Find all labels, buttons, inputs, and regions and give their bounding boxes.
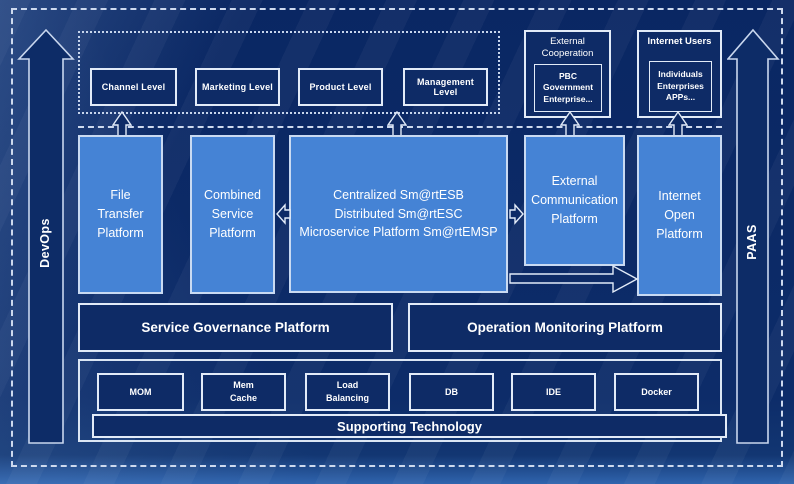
tech-box-docker: Docker <box>614 373 699 411</box>
tech-label: MOM <box>129 386 152 397</box>
esb-line: Centralized Sm@rtESB <box>333 187 464 202</box>
internet-users-title: Internet Users <box>647 36 712 47</box>
outer-dashed-border <box>11 8 783 467</box>
pbc-line: Enterprise... <box>543 93 593 104</box>
tech-label: Mem Cache <box>229 380 257 403</box>
operation-monitoring-platform-box: Operation Monitoring Platform <box>408 303 722 352</box>
left-flow-arrow-icon <box>276 203 291 225</box>
level-box-product: Product Level <box>298 68 383 106</box>
paas-rail-label: PAAS <box>745 224 759 260</box>
tech-box-mom: MOM <box>97 373 184 411</box>
level-label: Channel Level <box>101 82 166 92</box>
tech-label: IDE <box>545 386 561 397</box>
esb-line: Distributed Sm@rtESC <box>334 206 463 221</box>
external-cooperation-box: External Cooperation PBC Government Ente… <box>524 30 611 118</box>
devops-rail-label: DevOps <box>38 218 52 268</box>
tech-box-ide: IDE <box>511 373 596 411</box>
supporting-technology-banner: Supporting Technology <box>92 414 727 438</box>
platform-label: File Transfer Platform <box>97 188 144 240</box>
level-box-marketing: Marketing Level <box>195 68 280 106</box>
level-label: Marketing Level <box>201 82 274 92</box>
governance-label: Operation Monitoring Platform <box>467 320 663 335</box>
combined-service-platform-box: Combined Service Platform <box>190 135 275 294</box>
governance-label: Service Governance Platform <box>141 320 330 335</box>
users-line: Individuals <box>658 69 703 80</box>
service-governance-platform-box: Service Governance Platform <box>78 303 393 352</box>
platform-label: Internet Open Platform <box>656 189 703 241</box>
individuals-box: Individuals Enterprises APPs... <box>649 61 712 112</box>
file-transfer-platform-box: File Transfer Platform <box>78 135 163 294</box>
platform-label: Centralized Sm@rtESB Distributed Sm@rtES… <box>299 186 497 242</box>
internet-users-box: Internet Users Individuals Enterprises A… <box>637 30 722 118</box>
tech-box-mem-cache: Mem Cache <box>201 373 286 411</box>
tech-box-load-balancing: Load Balancing <box>305 373 390 411</box>
tech-label: Docker <box>641 386 672 397</box>
esb-platform-box: Centralized Sm@rtESB Distributed Sm@rtES… <box>289 135 508 293</box>
external-communication-platform-box: External Communication Platform <box>524 135 625 266</box>
tech-label: Load Balancing <box>325 380 369 403</box>
levels-dashed-group <box>78 31 500 114</box>
right-flow-arrow-icon <box>509 203 524 225</box>
external-cooperation-title: External Cooperation <box>541 36 594 59</box>
pbc-government-box: PBC Government Enterprise... <box>534 64 602 112</box>
level-label: Product Level <box>309 82 372 92</box>
users-line: Enterprises <box>657 80 704 91</box>
devops-up-arrow-icon <box>17 28 75 444</box>
tech-box-db: DB <box>409 373 494 411</box>
tech-label: DB <box>445 386 458 397</box>
level-box-channel: Channel Level <box>90 68 177 106</box>
banner-label: Supporting Technology <box>337 418 482 434</box>
internet-open-platform-box: Internet Open Platform <box>637 135 722 296</box>
platform-label: External Communication Platform <box>531 174 618 226</box>
platform-label: Combined Service Platform <box>204 188 261 240</box>
level-label: Management Level <box>416 77 474 97</box>
paas-up-arrow-icon <box>727 28 780 444</box>
esb-line: Microservice Platform Sm@rtEMSP <box>299 225 498 240</box>
pbc-line: PBC Government <box>542 70 594 93</box>
long-flow-arrow-icon <box>509 264 639 294</box>
level-box-management: Management Level <box>403 68 488 106</box>
supporting-technology-container <box>78 359 722 442</box>
users-line: APPs... <box>665 92 696 103</box>
